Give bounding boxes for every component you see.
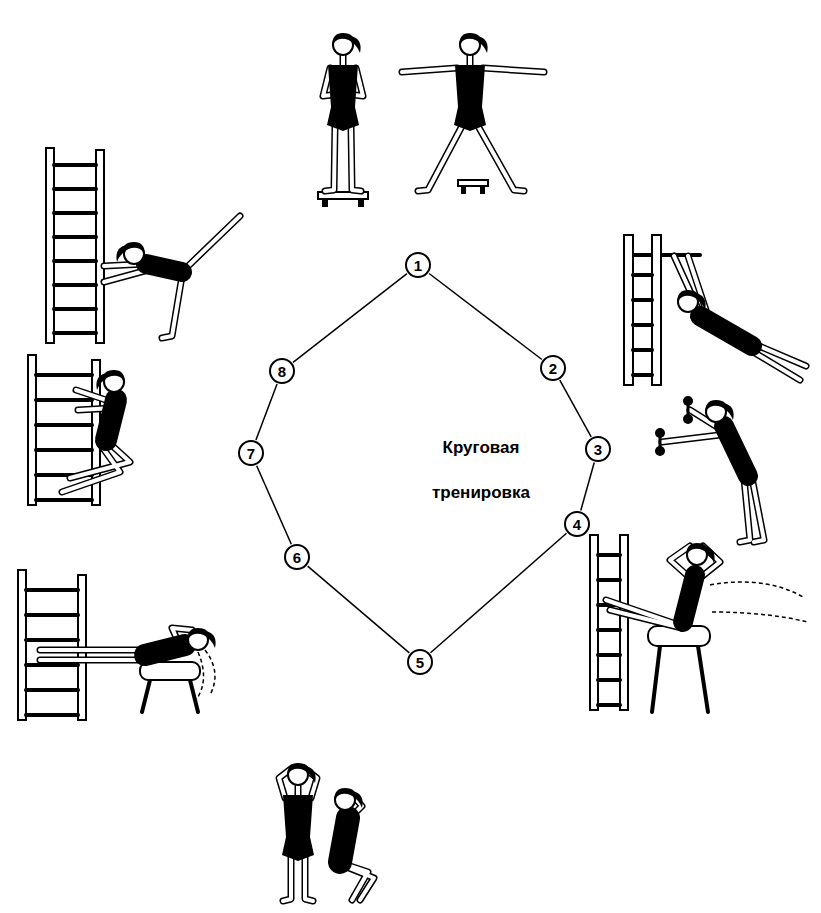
athlete-figure (104, 216, 240, 338)
wall-bars (46, 148, 104, 343)
athlete-figure (402, 33, 544, 191)
station-number: 8 (278, 364, 286, 379)
dumbbell (655, 396, 693, 456)
station-number-circle: 8 (269, 358, 295, 384)
athlete-figure (334, 788, 374, 900)
station-number: 5 (416, 655, 424, 670)
circuit-connector (308, 566, 410, 653)
athlete-figure (323, 33, 363, 191)
station-number: 4 (573, 517, 581, 532)
station-number-circle: 5 (407, 649, 433, 675)
circuit-connector (431, 533, 567, 653)
athlete-figure (662, 400, 764, 542)
station-number-circle: 6 (284, 544, 310, 570)
station-number-circle: 4 (564, 511, 590, 537)
station-number: 7 (247, 446, 255, 461)
circuit-connector (257, 466, 292, 544)
circuit-connector (560, 380, 591, 437)
step-bench (318, 180, 488, 207)
gym-horse (648, 626, 710, 712)
station-number-circle: 7 (238, 440, 264, 466)
athlete-figure (674, 256, 806, 380)
station-number-circle: 3 (585, 436, 611, 462)
athlete-figure (40, 628, 216, 700)
diagram-title: Круговая тренировка (421, 425, 541, 515)
station-number: 3 (594, 442, 602, 457)
wall-bars (18, 570, 86, 720)
athlete-figure (279, 763, 317, 901)
station-number-circle: 1 (405, 252, 431, 278)
circuit-connector (293, 274, 407, 363)
gym-horse (140, 662, 200, 712)
station-number: 2 (549, 361, 557, 376)
athlete-figure (606, 543, 808, 628)
station-number: 1 (414, 258, 422, 273)
wall-bars (590, 535, 628, 710)
circuit-connector (581, 462, 594, 510)
circuit-connector (429, 273, 542, 359)
circuit-connector (256, 384, 277, 440)
station-number: 6 (293, 550, 301, 565)
athlete-figure (62, 370, 130, 492)
station-number-circle: 2 (540, 355, 566, 381)
